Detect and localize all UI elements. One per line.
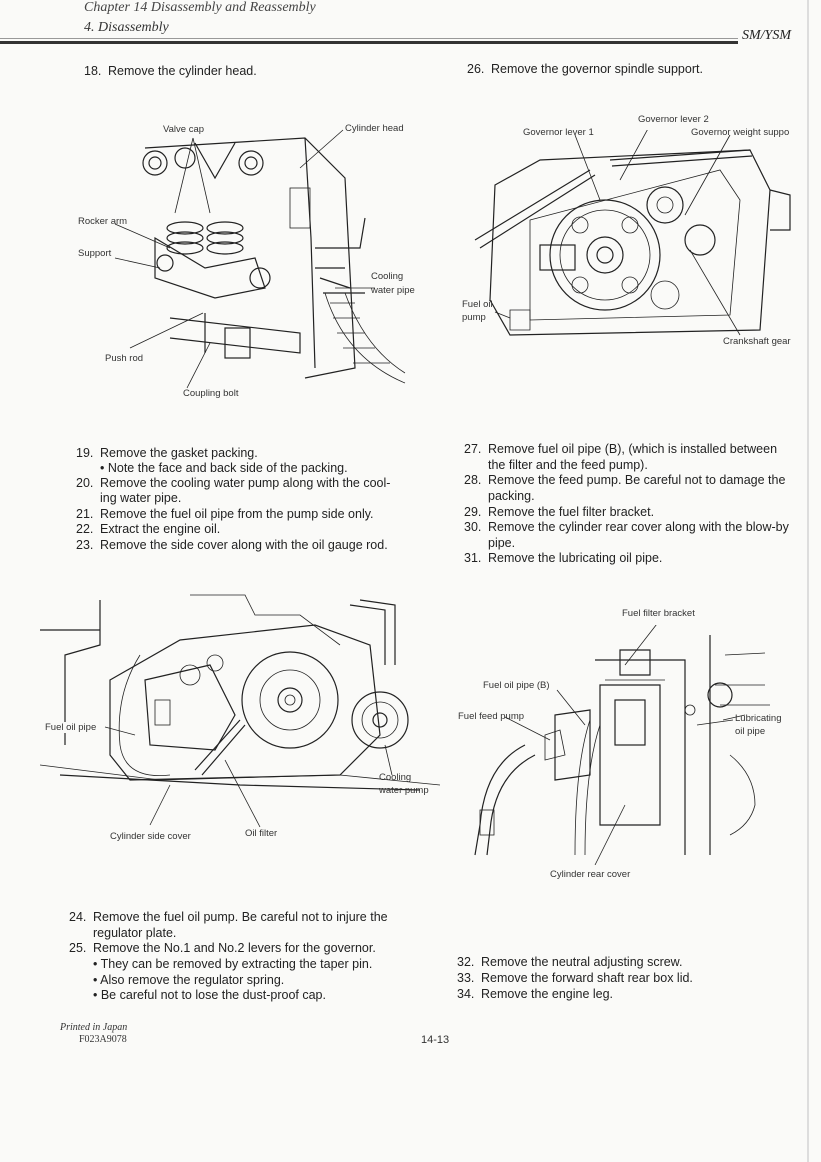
label-oil-pipe: oil pipe xyxy=(735,726,766,737)
step-30: 30.Remove the cylinder rear cover along … xyxy=(464,520,789,534)
step-22: 22.Extract the engine oil. xyxy=(76,522,221,536)
label-rocker-arm: Rocker arm xyxy=(78,216,128,227)
step-25-note-1: • They can be removed by extracting the … xyxy=(93,957,373,971)
figure-side-cover xyxy=(40,594,440,828)
label-cylinder-side-cover: Cylinder side cover xyxy=(110,831,191,842)
section-title: 4. Disassembly xyxy=(84,20,169,35)
label-lubricating: Lubricating xyxy=(735,713,782,724)
label-governor-weight-support: Governor weight suppo xyxy=(691,127,790,138)
footer-printed: Printed in Japan xyxy=(60,1022,128,1033)
header-rule-thin xyxy=(0,38,738,39)
step-25-note-2: • Also remove the regulator spring. xyxy=(93,973,285,987)
step-28: 28.Remove the feed pump. Be careful not … xyxy=(464,473,786,487)
footer-code: F023A9078 xyxy=(79,1034,127,1045)
step-19-note: • Note the face and back side of the pac… xyxy=(100,461,348,475)
step-33: 33.Remove the forward shaft rear box lid… xyxy=(457,971,693,985)
label-fuel-oil: Fuel oil xyxy=(462,299,493,310)
step-32: 32.Remove the neutral adjusting screw. xyxy=(457,955,683,969)
label-fuel-filter-bracket: Fuel filter bracket xyxy=(622,608,695,619)
step-27: 27.Remove fuel oil pipe (B), (which is i… xyxy=(464,442,778,456)
label-oil-filter: Oil filter xyxy=(245,828,278,839)
step-28-cont: packing. xyxy=(488,489,535,503)
step-26: 26.Remove the governor spindle support. xyxy=(467,62,703,76)
label-fuel-oil-pipe: Fuel oil pipe xyxy=(45,722,97,733)
label-water-pipe: water pipe xyxy=(371,285,415,296)
step-20: 20.Remove the cooling water pump along w… xyxy=(76,476,391,490)
label-fuel-oil-pipe-b: Fuel oil pipe (B) xyxy=(483,680,550,691)
header-rule xyxy=(0,41,738,44)
label-cylinder-rear-cover: Cylinder rear cover xyxy=(550,869,631,880)
figure-governor xyxy=(474,130,791,336)
step-24-cont: regulator plate. xyxy=(93,926,177,940)
figure-fuel-filter xyxy=(474,625,770,865)
step-18: 18.Remove the cylinder head. xyxy=(84,64,257,78)
step-24: 24.Remove the fuel oil pump. Be careful … xyxy=(69,910,388,924)
label-governor-lever-1: Governor lever 1 xyxy=(523,127,594,138)
step-20-cont: ing water pipe. xyxy=(100,491,182,505)
label-cooling-2: Cooling xyxy=(379,772,412,783)
model-label: SM/YSM xyxy=(742,28,791,43)
step-19: 19.Remove the gasket packing. xyxy=(76,446,258,460)
label-coupling-bolt: Coupling bolt xyxy=(183,388,239,399)
label-water-pump: water pump xyxy=(379,785,429,796)
label-fuel-feed-pump: Fuel feed pump xyxy=(458,711,525,722)
step-34: 34.Remove the engine leg. xyxy=(457,987,614,1001)
step-30-cont: pipe. xyxy=(488,536,516,550)
label-cylinder-head: Cylinder head xyxy=(345,123,404,134)
label-governor-lever-2: Governor lever 2 xyxy=(638,114,709,125)
step-25: 25.Remove the No.1 and No.2 levers for t… xyxy=(69,941,376,955)
label-support: Support xyxy=(78,248,112,259)
step-27-cont: the filter and the feed pump). xyxy=(488,458,648,472)
chapter-title: Chapter 14 Disassembly and Reassembly xyxy=(84,0,316,15)
page-number: 14-13 xyxy=(421,1034,450,1046)
page-edge xyxy=(807,0,809,1162)
step-21: 21.Remove the fuel oil pipe from the pum… xyxy=(76,507,374,521)
step-25-note-3: • Be careful not to lose the dust-proof … xyxy=(93,988,326,1002)
label-push-rod: Push rod xyxy=(105,353,144,364)
figure-cylinder-head xyxy=(114,129,406,389)
step-31: 31.Remove the lubricating oil pipe. xyxy=(464,551,663,565)
label-crankshaft-gear: Crankshaft gear xyxy=(723,336,791,347)
step-23: 23.Remove the side cover along with the … xyxy=(76,538,388,552)
label-pump: pump xyxy=(462,312,486,323)
label-cooling-1: Cooling xyxy=(371,271,404,282)
label-valve-cap: Valve cap xyxy=(163,124,205,135)
step-29: 29.Remove the fuel filter bracket. xyxy=(464,505,655,519)
